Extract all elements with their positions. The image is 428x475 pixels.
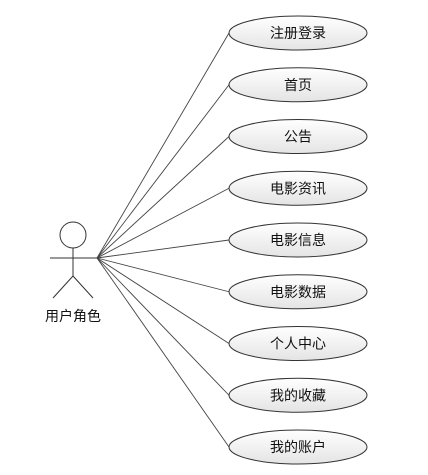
actor-head bbox=[59, 221, 87, 249]
actor-user-role[interactable]: 用户角色 bbox=[45, 221, 101, 325]
association-line-movie-info bbox=[96, 239, 230, 259]
association-line-register-login bbox=[96, 32, 230, 259]
use-case-label: 公告 bbox=[284, 130, 312, 146]
use-case-my-account[interactable]: 我的账户 bbox=[228, 429, 368, 465]
use-case-ellipse bbox=[228, 67, 368, 103]
use-case-movie-data[interactable]: 电影数据 bbox=[228, 274, 368, 310]
use-case-ellipse bbox=[228, 429, 368, 465]
use-case-label: 电影信息 bbox=[270, 232, 326, 249]
use-case-register-login[interactable]: 注册登录 bbox=[228, 15, 368, 51]
association-line-personal-center bbox=[96, 257, 230, 344]
use-case-label: 电影数据 bbox=[270, 285, 326, 301]
use-case-ellipse bbox=[228, 377, 368, 413]
association-line-movie-data bbox=[96, 257, 230, 293]
association-line-my-favorites bbox=[96, 257, 230, 396]
use-case-label: 我的收藏 bbox=[270, 388, 326, 404]
use-case-my-favorites[interactable]: 我的收藏 bbox=[228, 377, 368, 413]
use-case-ellipse bbox=[228, 170, 368, 206]
actor-right-leg bbox=[72, 275, 94, 299]
use-case-movie-info[interactable]: 电影信息 bbox=[228, 222, 368, 258]
use-case-ellipse bbox=[228, 274, 368, 310]
association-line-announcement bbox=[96, 136, 230, 259]
use-case-personal-center[interactable]: 个人中心 bbox=[228, 326, 368, 361]
association-line-my-account bbox=[96, 257, 230, 448]
actor-label: 用户角色 bbox=[45, 308, 101, 325]
use-case-announcement[interactable]: 公告 bbox=[228, 119, 368, 154]
use-case-home[interactable]: 首页 bbox=[228, 67, 368, 103]
association-lines bbox=[96, 32, 230, 448]
use-case-label: 注册登录 bbox=[270, 26, 326, 42]
use-case-ellipse bbox=[228, 15, 368, 51]
use-case-label: 个人中心 bbox=[270, 337, 326, 353]
use-case-label: 首页 bbox=[284, 78, 312, 94]
use-case-ellipse bbox=[228, 222, 368, 258]
association-line-home bbox=[96, 84, 230, 259]
actor-left-leg bbox=[52, 275, 74, 299]
use-case-movie-news[interactable]: 电影资讯 bbox=[228, 170, 368, 206]
use-case-label: 我的账户 bbox=[270, 439, 326, 456]
use-case-ellipse bbox=[228, 326, 368, 361]
use-case-label: 电影资讯 bbox=[270, 181, 326, 197]
use-case-ellipse bbox=[228, 119, 368, 154]
association-line-movie-news bbox=[96, 187, 230, 259]
